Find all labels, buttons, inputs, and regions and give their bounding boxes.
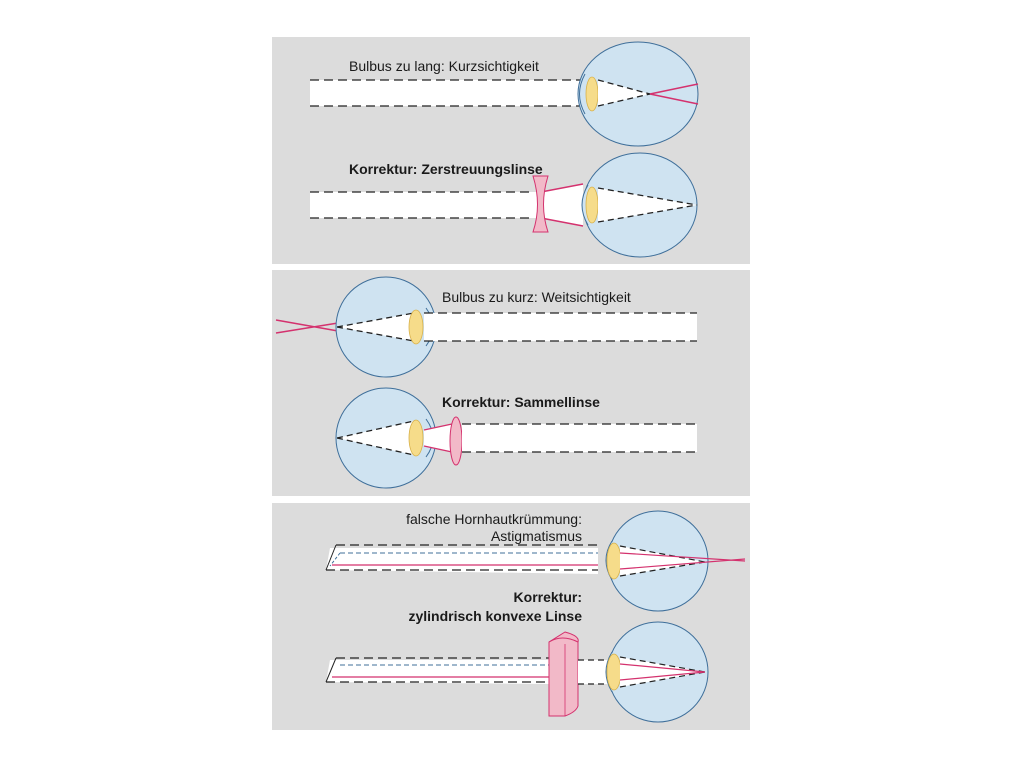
eye-corrected-cylindrical	[325, 621, 709, 723]
light-cone	[598, 80, 650, 106]
eye-lens	[606, 542, 622, 580]
focus-ray	[619, 663, 706, 673]
cornea	[581, 184, 589, 226]
label-correction-cylindrical-line1: Korrektur:	[514, 589, 582, 605]
focus-ray	[619, 552, 746, 562]
cornea	[579, 73, 586, 115]
light-beam	[310, 192, 538, 218]
label-astigmatism-line1: falsche Hornhautkrümmung:	[406, 511, 582, 527]
eye-lens	[606, 653, 622, 691]
cylindrical-lens	[548, 631, 579, 717]
light-cone	[598, 188, 697, 222]
label-hyperopia: Bulbus zu kurz: Weitsichtigkeit	[442, 289, 631, 305]
light-cone	[337, 313, 414, 341]
light-beam	[310, 80, 590, 106]
diverging-ray	[649, 93, 699, 105]
label-correction-cylindrical-line2: zylindrisch konvexe Linse	[408, 608, 582, 624]
virtual-focus-ray	[275, 319, 339, 332]
label-myopia: Bulbus zu lang: Kurzsichtigkeit	[349, 58, 539, 74]
light-cone	[337, 421, 414, 455]
diverging-ray	[649, 83, 699, 95]
label-correction-diverging: Korrektur: Zerstreuungslinse	[349, 161, 543, 177]
eye-short-bulb	[275, 276, 697, 378]
focus-ray	[619, 671, 706, 681]
eye-lens	[585, 186, 599, 224]
light-beam	[326, 548, 598, 574]
eye-corrected-diverging	[310, 152, 698, 258]
eye-astigmatism	[325, 510, 746, 612]
focus-ray	[619, 558, 746, 570]
eye-lens	[408, 309, 424, 345]
light-beam	[326, 660, 550, 684]
light-cone	[620, 546, 705, 576]
eye-corrected-converging	[335, 387, 697, 489]
light-cone	[620, 657, 705, 687]
light-beam	[424, 313, 697, 341]
light-beam	[462, 424, 697, 452]
diverging-lens	[532, 175, 549, 233]
eye-lens	[408, 419, 424, 457]
converging-lens	[449, 416, 463, 466]
label-astigmatism-line2: Astigmatismus	[491, 528, 582, 544]
eye-lens	[585, 76, 599, 112]
eye-long-bulb	[310, 41, 699, 147]
virtual-focus-ray	[275, 322, 339, 334]
label-correction-converging: Korrektur: Sammellinse	[442, 394, 600, 410]
